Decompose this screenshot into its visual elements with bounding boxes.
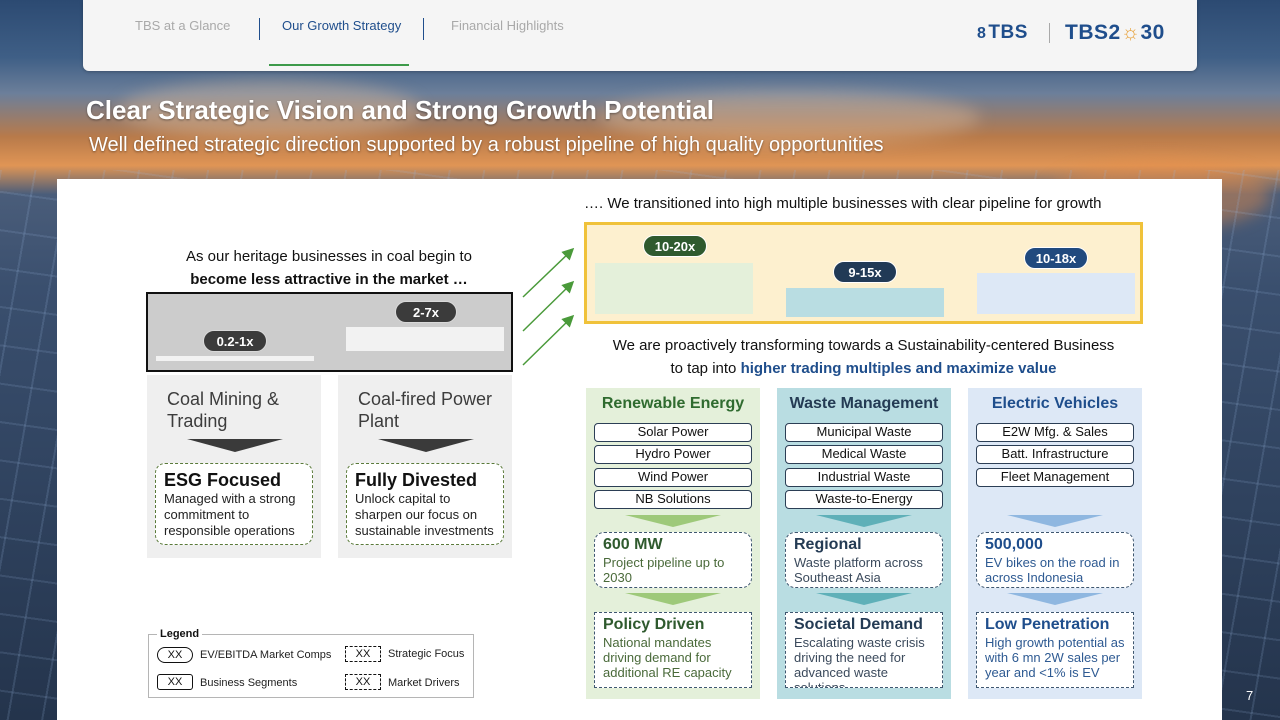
legend-symbol-oval: XX	[157, 647, 193, 663]
tab-tbs-at-a-glance[interactable]: TBS at a Glance	[135, 18, 231, 33]
legend-label: Strategic Focus	[388, 648, 465, 660]
legend-label: Market Drivers	[388, 677, 460, 689]
page-number: 7	[1246, 688, 1254, 703]
segment-title: Coal-fired Power Plant	[358, 389, 493, 431]
page-subtitle: Well defined strategic direction support…	[89, 134, 884, 156]
tbs2030-logo: TBS2☼30	[1065, 21, 1165, 44]
coal-mining-multiple-bar	[156, 356, 314, 361]
business-chip: Waste-to-Energy	[785, 490, 943, 509]
market-driver-box: Low Penetration High growth potential as…	[976, 612, 1134, 688]
segment-card-coal-power: Coal-fired Power Plant Fully Divested Un…	[338, 375, 512, 558]
column-waste-management: Waste Management Municipal Waste Medical…	[777, 388, 951, 699]
legend-label: EV/EBITDA Market Comps	[200, 649, 332, 661]
business-chip: Fleet Management	[976, 468, 1134, 487]
column-title: Waste Management	[789, 395, 939, 412]
down-arrow-icon	[187, 439, 283, 452]
business-chip: Industrial Waste	[785, 468, 943, 487]
business-chip: Hydro Power	[594, 445, 752, 464]
waste-multiple-bar	[786, 288, 944, 317]
tab-separator	[259, 18, 260, 40]
strategic-focus-box: 600 MW Project pipeline up to 2030	[594, 532, 752, 588]
business-chip: Municipal Waste	[785, 423, 943, 442]
strategic-focus-box: 500,000 EV bikes on the road in across I…	[976, 532, 1134, 588]
down-arrow-icon	[625, 515, 721, 527]
segment-focus-box: Fully Divested Unlock capital to sharpen…	[346, 463, 504, 545]
ev-multiple-bar	[977, 273, 1135, 314]
down-arrow-icon	[1007, 593, 1103, 605]
segment-focus-box: ESG Focused Managed with a strong commit…	[155, 463, 313, 545]
right-intro-text: …. We transitioned into high multiple bu…	[584, 195, 1102, 212]
coal-mining-multiple-badge: 0.2-1x	[203, 330, 267, 352]
business-chip: E2W Mfg. & Sales	[976, 423, 1134, 442]
legend-symbol-rect: XX	[157, 674, 193, 690]
strategic-focus-box: Regional Waste platform across Southeast…	[785, 532, 943, 588]
coal-power-multiple-bar	[346, 327, 504, 351]
business-chip: Wind Power	[594, 468, 752, 487]
transformation-text: We are proactively transforming towards …	[612, 337, 1115, 377]
left-intro-text: As our heritage businesses in coal begin…	[185, 248, 472, 288]
down-arrow-icon	[378, 439, 474, 452]
coal-multiples-box: 0.2-1x 2-7x	[146, 292, 513, 372]
down-arrow-icon	[1007, 515, 1103, 527]
tab-financial-highlights[interactable]: Financial Highlights	[451, 18, 564, 33]
high-multiples-box: 10-20x 9-15x 10-18x	[584, 222, 1143, 324]
logo-separator	[1049, 23, 1050, 43]
market-driver-box: Societal Demand Escalating waste crisis …	[785, 612, 943, 688]
renewable-multiple-badge: 10-20x	[643, 235, 707, 257]
segment-card-coal-mining: Coal Mining & Trading ESG Focused Manage…	[147, 375, 321, 558]
active-tab-underline	[269, 64, 409, 66]
renewable-multiple-bar	[595, 263, 753, 314]
column-electric-vehicles: Electric Vehicles E2W Mfg. & Sales Batt.…	[968, 388, 1142, 699]
coal-power-multiple-badge: 2-7x	[395, 301, 457, 323]
page-title: Clear Strategic Vision and Strong Growth…	[86, 95, 714, 125]
legend: Legend XX EV/EBITDA Market Comps XX Stra…	[148, 628, 474, 698]
legend-symbol-dashed-rounded: XX	[345, 646, 381, 662]
tab-our-growth-strategy[interactable]: Our Growth Strategy	[282, 18, 402, 33]
business-chip: NB Solutions	[594, 490, 752, 509]
business-chip: Medical Waste	[785, 445, 943, 464]
legend-label: Business Segments	[200, 677, 298, 689]
market-driver-box: Policy Driven National mandates driving …	[594, 612, 752, 688]
down-arrow-icon	[816, 593, 912, 605]
column-title: Electric Vehicles	[991, 395, 1119, 412]
column-renewable-energy: Renewable Energy Solar Power Hydro Power…	[586, 388, 760, 699]
waste-multiple-badge: 9-15x	[833, 261, 897, 283]
ev-multiple-badge: 10-18x	[1024, 247, 1088, 269]
tab-separator	[423, 18, 424, 40]
legend-title: Legend	[157, 628, 203, 640]
transition-arrows-icon	[522, 247, 575, 366]
top-nav: TBS at a Glance Our Growth Strategy Fina…	[83, 0, 1197, 71]
legend-symbol-dashed-rect: XX	[345, 674, 381, 690]
column-title: Renewable Energy	[601, 395, 745, 412]
business-chip: Batt. Infrastructure	[976, 445, 1134, 464]
business-chip: Solar Power	[594, 423, 752, 442]
segment-title: Coal Mining & Trading	[167, 389, 280, 431]
down-arrow-icon	[625, 593, 721, 605]
down-arrow-icon	[816, 515, 912, 527]
